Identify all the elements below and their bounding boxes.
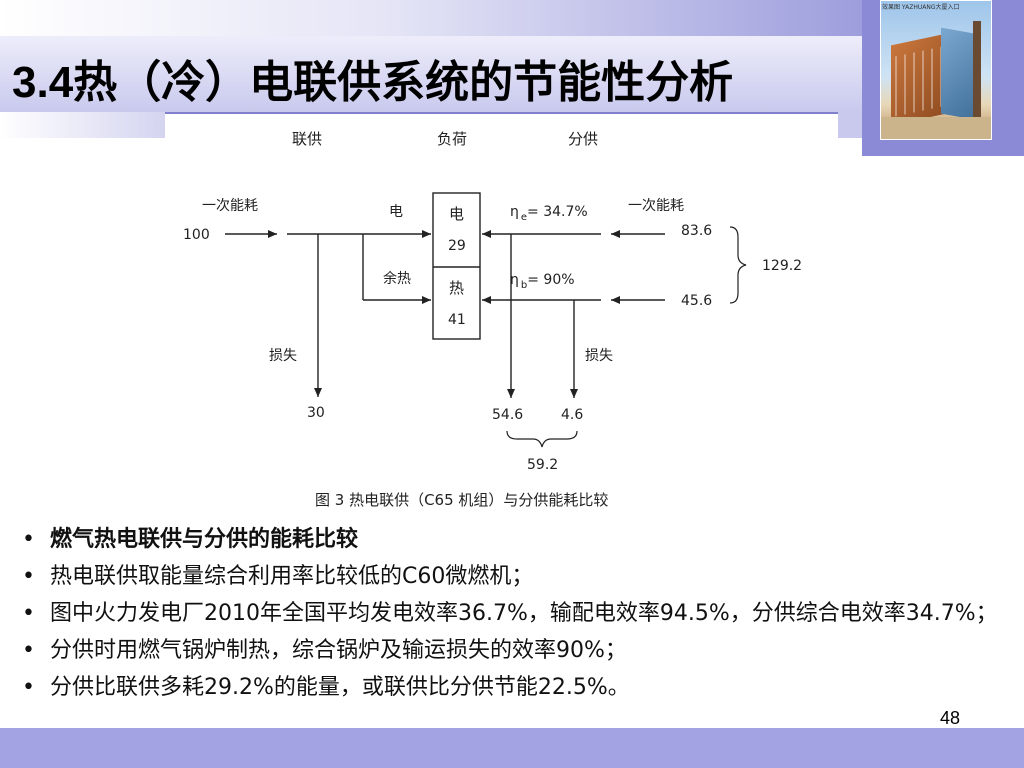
right-primary-energy-label: 一次能耗 bbox=[628, 198, 684, 214]
figure-caption: 图 3 热电联供（C65 机组）与分供能耗比较 bbox=[315, 491, 608, 509]
electricity-label: 电 bbox=[389, 204, 403, 220]
right-loss-total-value: 59.2 bbox=[527, 457, 558, 473]
header-load: 负荷 bbox=[437, 130, 467, 148]
bullet-dot: • bbox=[22, 564, 35, 589]
bullet-dot: • bbox=[22, 527, 35, 552]
bullet-text: 图中火力发电厂2010年全国平均发电效率36.7%，输配电效率94.5%，分供综… bbox=[50, 601, 998, 626]
bullet-item: • 热电联供取能量综合利用率比较低的C60微燃机； bbox=[20, 561, 1000, 593]
waste-heat-label: 余热 bbox=[383, 270, 411, 287]
right-elec-primary-value: 83.6 bbox=[681, 223, 712, 239]
loss-total-brace bbox=[506, 430, 578, 448]
footer-band bbox=[0, 728, 1024, 768]
header-separate: 分供 bbox=[568, 130, 598, 148]
title-bar bbox=[0, 36, 862, 114]
title-underband-right bbox=[838, 112, 862, 138]
bullet-text: 分供比联供多耗29.2%的能量，或联供比分供节能22.5%。 bbox=[50, 675, 630, 700]
load-heat-label: 热 bbox=[449, 279, 464, 297]
right-loss-label: 损失 bbox=[585, 348, 613, 364]
header-gradient-band bbox=[0, 0, 880, 36]
left-primary-energy-value: 100 bbox=[183, 227, 210, 243]
left-loss-label: 损失 bbox=[269, 348, 297, 364]
load-elec-label: 电 bbox=[449, 205, 464, 223]
left-loss-value: 30 bbox=[307, 405, 325, 421]
page-number: 48 bbox=[940, 708, 961, 728]
bullet-item: • 分供比联供多耗29.2%的能量，或联供比分供节能22.5%。 bbox=[20, 672, 1000, 704]
bullet-text: 分供时用燃气锅炉制热，综合锅炉及输运损失的效率90%； bbox=[50, 638, 627, 663]
bullet-dot: • bbox=[22, 675, 35, 700]
bullet-list: • 燃气热电联供与分供的能耗比较 • 热电联供取能量综合利用率比较低的C60微燃机；… bbox=[20, 524, 1000, 709]
bullet-text: 燃气热电联供与分供的能耗比较 bbox=[50, 527, 359, 552]
load-elec-value: 29 bbox=[448, 238, 466, 254]
bullet-text: 热电联供取能量综合利用率比较低的C60微燃机； bbox=[50, 564, 534, 589]
building-photo bbox=[880, 0, 992, 140]
right-heat-primary-value: 45.6 bbox=[681, 293, 712, 309]
right-loss-elec-value: 54.6 bbox=[492, 407, 523, 423]
load-box bbox=[432, 192, 481, 340]
photo-caption: 效果图 YAZHUANG大厦入口 bbox=[882, 4, 960, 11]
bullet-item: • 燃气热电联供与分供的能耗比较 bbox=[20, 524, 1000, 556]
load-heat-value: 41 bbox=[448, 312, 466, 328]
bullet-item: • 图中火力发电厂2010年全国平均发电效率36.7%，输配电效率94.5%，分供… bbox=[20, 598, 1000, 630]
slide-title: 3.4热（冷）电联供系统的节能性分析 bbox=[12, 58, 734, 107]
right-loss-heat-value: 4.6 bbox=[561, 407, 583, 423]
energy-flow-diagram: 联供 负荷 分供 一次能耗 100 电 余热 损失 30 电 29 热 41 η bbox=[165, 117, 837, 517]
title-underband-left bbox=[0, 112, 165, 138]
right-primary-total-value: 129.2 bbox=[762, 258, 802, 274]
bullet-item: • 分供时用燃气锅炉制热，综合锅炉及输运损失的效率90%； bbox=[20, 635, 1000, 667]
header-cogen: 联供 bbox=[292, 130, 322, 148]
bullet-dot: • bbox=[22, 601, 35, 626]
left-primary-energy-label: 一次能耗 bbox=[202, 198, 258, 214]
bullet-dot: • bbox=[22, 638, 35, 663]
primary-total-brace bbox=[729, 226, 747, 304]
